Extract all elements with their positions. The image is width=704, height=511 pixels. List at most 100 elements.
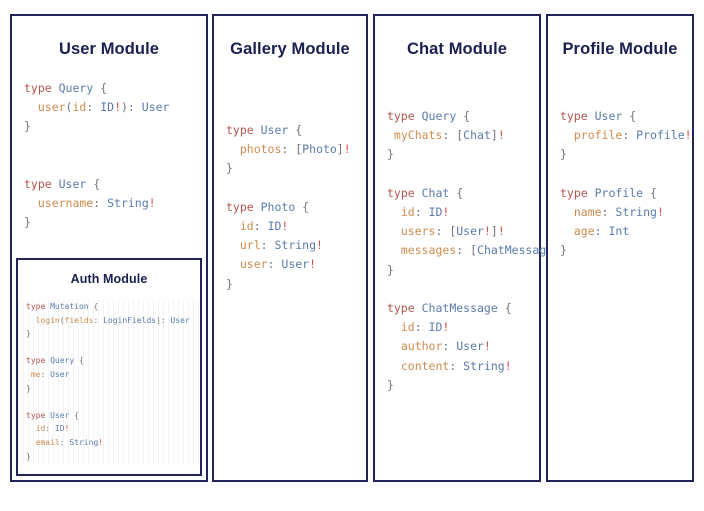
code-token-punct: : — [86, 100, 101, 115]
code-token-punct: { — [93, 81, 108, 95]
code-line: url: String! — [226, 236, 366, 255]
card-title-gallery-module: Gallery Module — [230, 40, 350, 58]
code-token-field: users — [387, 224, 436, 239]
code-token-field: url — [226, 238, 261, 253]
code-block-chat-module: type Query { myChats: [Chat]!} type Chat … — [375, 107, 567, 395]
code-blank-line — [387, 165, 539, 184]
code-token-bang: ! — [656, 205, 664, 219]
code-token-type: ID — [428, 205, 443, 219]
code-token-type: User — [170, 315, 190, 325]
code-token-punct: } — [26, 383, 31, 393]
code-blank-line — [24, 137, 206, 156]
code-token-punct: { — [456, 109, 471, 123]
code-token-kw: type — [226, 123, 261, 137]
code-line: user(id: ID!): User — [24, 98, 206, 117]
code-line: login(fields: LoginFields): User — [26, 314, 200, 328]
card-title-chat-module: Chat Module — [406, 40, 508, 58]
code-token-punct: } — [560, 243, 567, 258]
code-line: type User { — [560, 107, 692, 126]
code-line: type Chat { — [387, 184, 539, 203]
code-token-bang: ! — [442, 320, 450, 335]
code-line: type ChatMessage { — [387, 299, 539, 318]
card-chat-module: Chat Module type Query { myChats: [Chat]… — [373, 14, 567, 482]
code-token-type: Query — [58, 81, 94, 95]
code-token-type: User — [594, 109, 623, 123]
code-token-type: User — [281, 257, 310, 272]
code-token-bang: ! — [497, 224, 505, 239]
code-line: } — [560, 241, 692, 260]
code-line: id: ID! — [26, 422, 200, 436]
code-token-bang: ! — [497, 128, 505, 143]
code-line: name: String! — [560, 203, 692, 222]
code-token-bang: ! — [148, 196, 156, 211]
code-line: id: ID! — [387, 203, 539, 222]
code-token-type: Profile — [636, 128, 685, 143]
code-line: content: String! — [387, 357, 539, 376]
code-token-punct: } — [387, 377, 394, 392]
code-token-type: ChatMessage — [477, 243, 554, 258]
code-token-punct: ): — [121, 100, 142, 115]
code-token-field: user — [226, 257, 268, 272]
code-token-type: ID — [428, 320, 443, 335]
code-line: age: Int — [560, 222, 692, 241]
code-token-punct: { — [74, 356, 84, 366]
code-line: type Query { — [24, 79, 206, 98]
code-token-bang: ! — [114, 100, 121, 115]
code-token-punct: } — [226, 276, 233, 291]
code-line: } — [560, 145, 692, 164]
code-token-type: ID — [100, 100, 115, 115]
card-title-auth-module: Auth Module — [70, 272, 148, 286]
card-user-module: User Module type Query { user(id: ID!): … — [10, 14, 208, 482]
code-token-punct: : [ — [435, 224, 457, 239]
card-gallery-module: Gallery Module type User { photos: [Phot… — [212, 14, 368, 482]
code-line: myChats: [Chat]! — [387, 126, 539, 145]
code-block-user-module: type Query { user(id: ID!): User} type Us… — [12, 79, 206, 233]
code-blank-line — [387, 280, 539, 299]
code-token-bang: ! — [98, 437, 104, 447]
code-line: } — [387, 376, 539, 395]
code-token-punct: } — [24, 215, 31, 230]
code-token-bang: ! — [309, 257, 317, 272]
card-title-profile-module: Profile Module — [562, 40, 678, 58]
code-token-field: photos — [226, 142, 282, 157]
code-token-type: User — [141, 100, 170, 115]
code-token-field: id — [72, 100, 87, 115]
code-token-punct: : [ — [442, 128, 464, 143]
code-token-punct: } — [24, 119, 31, 134]
code-token-punct: : — [45, 424, 55, 434]
code-line: users: [User!]! — [387, 222, 539, 241]
code-line: type Query { — [387, 107, 539, 126]
code-token-punct: { — [643, 185, 657, 200]
code-line: } — [387, 145, 539, 164]
code-token-kw: type — [387, 109, 422, 123]
code-token-punct: { — [88, 302, 99, 311]
code-token-type: String — [69, 437, 99, 447]
code-token-punct: ] — [336, 142, 344, 157]
code-token-kw: type — [560, 185, 595, 200]
code-line: type Mutation { — [26, 300, 200, 314]
code-token-type: LoginFields — [103, 315, 157, 325]
code-token-punct: { — [288, 123, 303, 137]
code-token-kw: type — [24, 176, 59, 191]
code-token-punct: : — [93, 315, 104, 325]
code-token-field: profile — [560, 128, 623, 143]
code-token-bang: ! — [316, 238, 323, 253]
code-token-type: Chat — [421, 185, 450, 200]
code-token-field: messages — [387, 243, 457, 258]
code-line: } — [24, 117, 206, 136]
code-token-bang: ! — [483, 339, 491, 354]
code-token-kw: type — [24, 81, 59, 95]
code-token-bang: ! — [442, 205, 450, 219]
code-block-auth-module: type Mutation { login(fields: LoginField… — [18, 300, 200, 463]
code-line: type User { — [26, 409, 200, 423]
code-blank-line — [560, 165, 692, 184]
code-token-type: User — [58, 176, 87, 191]
code-token-type: Photo — [302, 142, 337, 157]
code-token-field: content — [387, 358, 450, 373]
code-token-field: login — [26, 315, 60, 325]
code-token-punct: ( — [65, 100, 73, 115]
code-blank-line — [26, 395, 200, 409]
code-token-field: user — [24, 100, 66, 115]
code-token-kw: type — [26, 410, 51, 420]
code-line: id: ID! — [226, 217, 366, 236]
